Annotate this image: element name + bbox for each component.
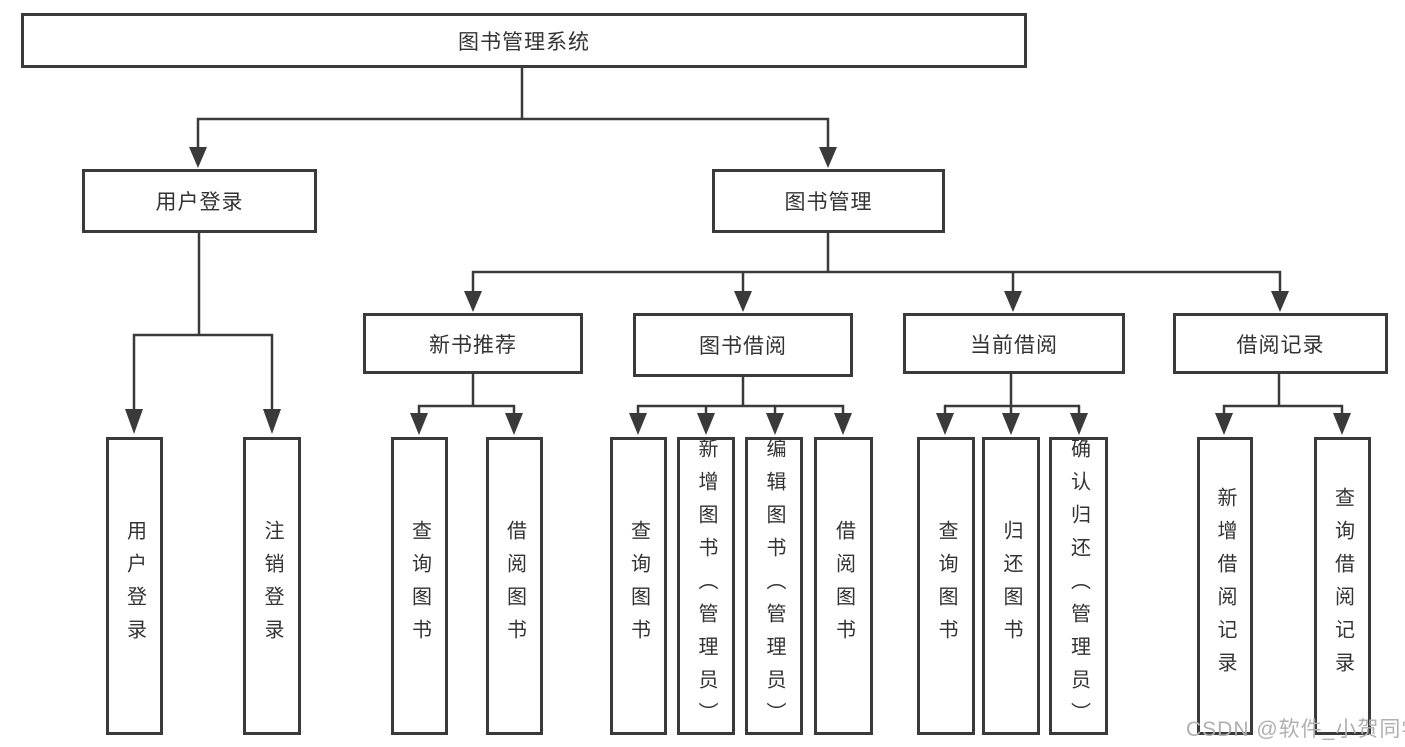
node-leaf-add-book-admin: 新增图书（管理员）: [677, 437, 735, 735]
node-label: 借阅记录: [1236, 333, 1325, 357]
node-label: 新增图书（管理员）: [695, 437, 717, 735]
node-user-login: 用户登录: [82, 169, 317, 233]
node-label: 注销登录: [261, 520, 283, 652]
node-label: 查询图书: [935, 520, 957, 652]
node-label: 查询图书: [627, 520, 650, 652]
node-leaf-add-borrow-record: 新增借阅记录: [1197, 437, 1253, 735]
connector-book-borrow-children: [629, 374, 852, 435]
node-label: 用户登录: [123, 520, 146, 652]
node-label: 用户登录: [155, 191, 244, 214]
connector-book-mgmt-children: [464, 233, 1289, 312]
node-root-library-system: 图书管理系统: [21, 13, 1027, 68]
node-label: 借阅图书: [832, 520, 855, 652]
node-leaf-return-book: 归还图书: [982, 437, 1040, 735]
csdn-watermark: CSDN @软件_小贺同学: [1186, 718, 1405, 741]
node-label: 借阅图书: [503, 520, 526, 652]
node-leaf-user-login: 用户登录: [106, 437, 163, 735]
node-leaf-borrow-book-1: 借阅图书: [486, 437, 543, 735]
connector-borrow-record-children: [1215, 374, 1351, 435]
node-leaf-query-book-1: 查询图书: [391, 437, 448, 735]
node-label: 图书借阅: [699, 335, 787, 358]
node-label: 图书管理: [784, 191, 873, 214]
node-leaf-edit-book-admin: 编辑图书（管理员）: [745, 437, 803, 735]
node-label: 图书管理系统: [458, 30, 590, 54]
connector-current-borrow-children: [936, 374, 1088, 435]
node-label: 新书推荐: [429, 333, 517, 357]
node-book-management: 图书管理: [712, 169, 945, 233]
node-current-borrow: 当前借阅: [903, 313, 1125, 374]
node-new-book-recommend: 新书推荐: [363, 313, 583, 374]
node-label: 当前借阅: [970, 333, 1058, 357]
connector-user-login-children: [125, 233, 281, 434]
node-label: 新增借阅记录: [1214, 487, 1236, 685]
node-leaf-query-book-3: 查询图书: [917, 437, 975, 735]
node-label: 查询借阅记录: [1331, 487, 1354, 685]
node-leaf-logout: 注销登录: [243, 437, 301, 735]
node-leaf-borrow-book-2: 借阅图书: [814, 437, 873, 735]
connector-new-book-children: [410, 374, 523, 435]
node-label: 归还图书: [1000, 520, 1022, 652]
node-leaf-confirm-return-admin: 确认归还（管理员）: [1049, 437, 1108, 735]
node-label: 确认归还（管理员）: [1067, 437, 1090, 735]
node-leaf-query-book-2: 查询图书: [610, 437, 667, 735]
node-leaf-query-borrow-record: 查询借阅记录: [1314, 437, 1371, 735]
node-label: 编辑图书（管理员）: [763, 437, 785, 735]
node-book-borrow: 图书借阅: [633, 313, 853, 377]
node-borrow-record: 借阅记录: [1173, 313, 1388, 374]
connector-root-to-level2: [189, 68, 837, 168]
node-label: 查询图书: [408, 520, 431, 652]
